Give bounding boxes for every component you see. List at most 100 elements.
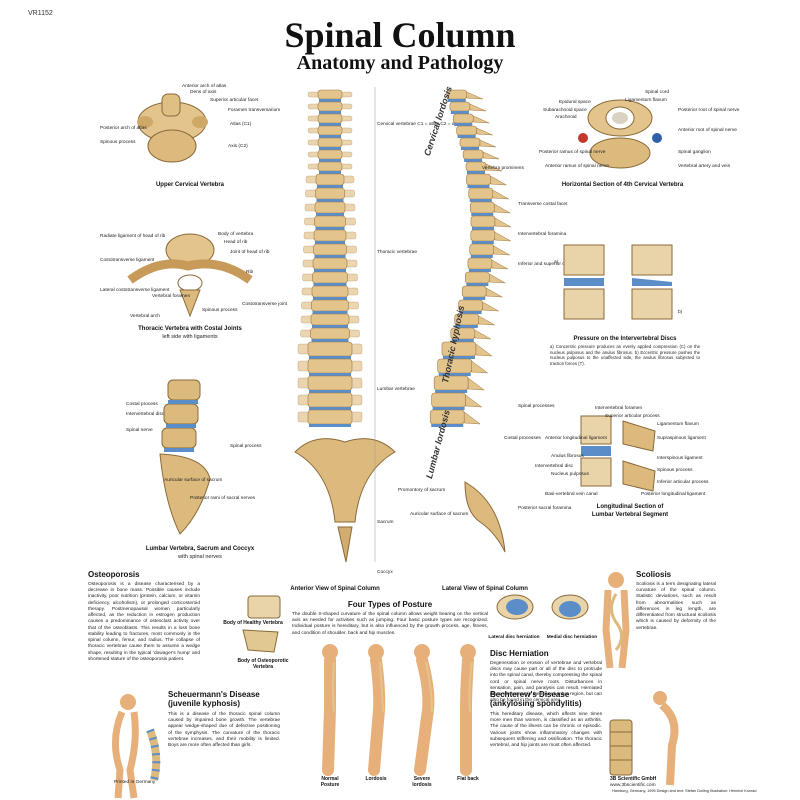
lumbar-caption: Lumbar Vertebra, Sacrum and Coccyx <box>145 546 255 552</box>
label-arachnoid: Arachnoid <box>555 115 577 120</box>
spinous-process-shape <box>494 203 511 214</box>
spinous-process-shape <box>491 259 509 270</box>
vertebra-shape <box>317 89 343 100</box>
scoliosis-title: Scoliosis <box>636 570 672 579</box>
spinous-process-shape <box>479 139 497 148</box>
label-iv-disc: Intervertebral disc <box>535 464 574 469</box>
horizontal-section-illustration <box>578 99 662 169</box>
vertebra-shape <box>314 215 346 228</box>
label-intervertebral-foramen: Intervertebral foramen <box>595 406 643 411</box>
label-spinal-nerve: Spinal nerve <box>126 428 153 433</box>
thoracic-costal-sub: left side with ligaments <box>162 334 218 340</box>
lateral-disc-shape <box>471 241 494 244</box>
lateral-view-panel: Cervical lordosis Thoracic kyphosis Lumb… <box>398 82 589 592</box>
lateral-disc-shape <box>450 111 469 114</box>
herniation-illustration <box>496 594 589 620</box>
lateral-disc-shape <box>454 123 473 126</box>
anterior-caption: Anterior View of Spinal Column <box>290 586 380 592</box>
disc-shape <box>314 255 346 258</box>
spinous-process-shape <box>475 343 493 357</box>
label-nucleus: Nucleus pulposus <box>551 472 589 477</box>
label-spinous: Spinous process <box>100 140 136 145</box>
thoracic-costal-panel: Radiate ligament of head of rib Body of … <box>100 228 287 346</box>
lateral-disc-shape <box>470 255 493 258</box>
osteoporosis-section: Osteoporosis Osteoporosis is a disease c… <box>88 570 289 680</box>
lateral-vertebra-shape <box>449 101 471 112</box>
upper-cervical-illustration <box>137 93 208 163</box>
label-transverse-costal-facet: Transverse costal facet <box>518 202 568 207</box>
spinous-process-shape <box>485 287 503 298</box>
lateral-vertebra-shape <box>431 392 466 408</box>
posture-figure <box>368 644 386 776</box>
label-head-rib: Head of rib <box>224 240 248 245</box>
label-subarachnoid: Subarachnoid space <box>543 108 587 113</box>
label-body-vertebra: Body of vertebra <box>218 232 254 237</box>
thoracic-costal-illustration <box>127 233 253 318</box>
vertebra-shape <box>307 375 353 391</box>
label-posterior-arch: Posterior arch of atlas <box>100 126 147 131</box>
vertebra-shape <box>307 341 353 357</box>
label-posterior-rami: Posterior rami of sacral nerves <box>190 496 256 501</box>
label-coccyx: Coccyx <box>377 570 393 575</box>
label-posterior-root: Posterior root of spinal nerve <box>678 108 740 113</box>
horizontal-section-caption: Horizontal Section of 4th Cervical Verte… <box>561 182 684 188</box>
disc-shape <box>313 283 347 286</box>
vertebra-shape <box>310 327 350 340</box>
label-anterior-ramus: Anterior ramus of spinal nerve <box>545 164 609 169</box>
scheuermann-title-2: (juvenile kyphosis) <box>168 699 241 708</box>
label-costotransverse-joint: Costotransverse joint <box>242 302 288 307</box>
label-anterior-longitudinal: Anterior longitudinal ligament <box>545 436 607 441</box>
herniation-section: Lateral disc herniation Medial disc hern… <box>488 585 602 735</box>
vertebra-shape <box>310 313 350 326</box>
vertebra-shape <box>312 257 348 270</box>
label-atlas: Atlas (C1) <box>230 122 252 127</box>
label-costal-processes: Costal processes <box>504 436 541 441</box>
bechterew-title: Bechterew's Disease <box>490 690 570 699</box>
label-vertebral-arch: Vertebral arch <box>130 314 160 319</box>
scheuermann-section: Scheuermann's Disease (juvenile kyphosis… <box>88 690 288 799</box>
tag-a: a) <box>554 260 559 265</box>
posture-figure <box>460 644 476 776</box>
page-title: Spinal Column <box>284 15 516 55</box>
vertebra-shape <box>307 358 353 374</box>
lateral-vertebra-shape <box>469 201 495 214</box>
lateral-disc-shape <box>457 135 476 138</box>
lateral-vertebra-shape <box>459 137 481 148</box>
herniation-text: Degeneration or erosion of vertebrae and… <box>490 661 602 704</box>
lateral-disc-shape <box>435 390 468 393</box>
label-lig-flavum: Ligamentum flavum <box>625 98 667 103</box>
osteoporosis-text: Osteoporosis is a disease characterised … <box>88 582 200 662</box>
lateral-disc-shape <box>460 147 479 150</box>
label-spinal-ganglion: Spinal ganglion <box>678 150 711 155</box>
upper-cervical-caption: Upper Cervical Vertebra <box>155 182 225 188</box>
lateral-vertebra-shape <box>452 113 474 124</box>
pressure-panel: a) b) Pressure on the Intervertebral Dis… <box>550 240 700 366</box>
label-auricular-sacrum: Auricular surface of sacrum <box>410 512 469 517</box>
page-subtitle: Anatomy and Pathology <box>296 52 504 74</box>
label-auricular-surface: Auricular surface of sacrum <box>164 478 223 483</box>
upper-cervical-panel: Anterior arch of atlas Dens of axis Supe… <box>100 82 280 192</box>
longitudinal-panel: Intervertebral foramen Superior articula… <box>535 406 715 522</box>
spinous-process-shape <box>489 273 506 284</box>
disc-shape <box>319 171 341 174</box>
vertebra-shape <box>317 137 343 148</box>
vertebra-shape <box>312 271 348 284</box>
disc-shape <box>319 159 341 162</box>
label-anterior-root: Anterior root of spinal nerve <box>678 128 737 133</box>
label-sup-articular: Superior articular process <box>605 414 660 419</box>
label-foramen: Foramen transversarium <box>228 108 281 113</box>
spinous-process-shape <box>485 163 503 172</box>
lateral-disc-shape <box>466 283 489 286</box>
lateral-disc-shape <box>455 325 478 328</box>
vertebra-shape <box>307 409 353 425</box>
lateral-disc-shape <box>431 424 464 427</box>
lateral-vertebra-shape <box>470 215 496 228</box>
medial-herniation-caption: Medial disc herniation <box>546 635 598 640</box>
lateral-disc-shape <box>447 99 466 102</box>
vertebra-shape <box>315 173 345 186</box>
lateral-disc-shape <box>464 159 483 162</box>
label-basi-vertebral: Basi-vertebral vein canal <box>545 492 598 497</box>
vertebra-shape <box>317 113 343 124</box>
spinous-process-shape <box>463 411 482 425</box>
lateral-vertebra-shape <box>461 285 487 298</box>
